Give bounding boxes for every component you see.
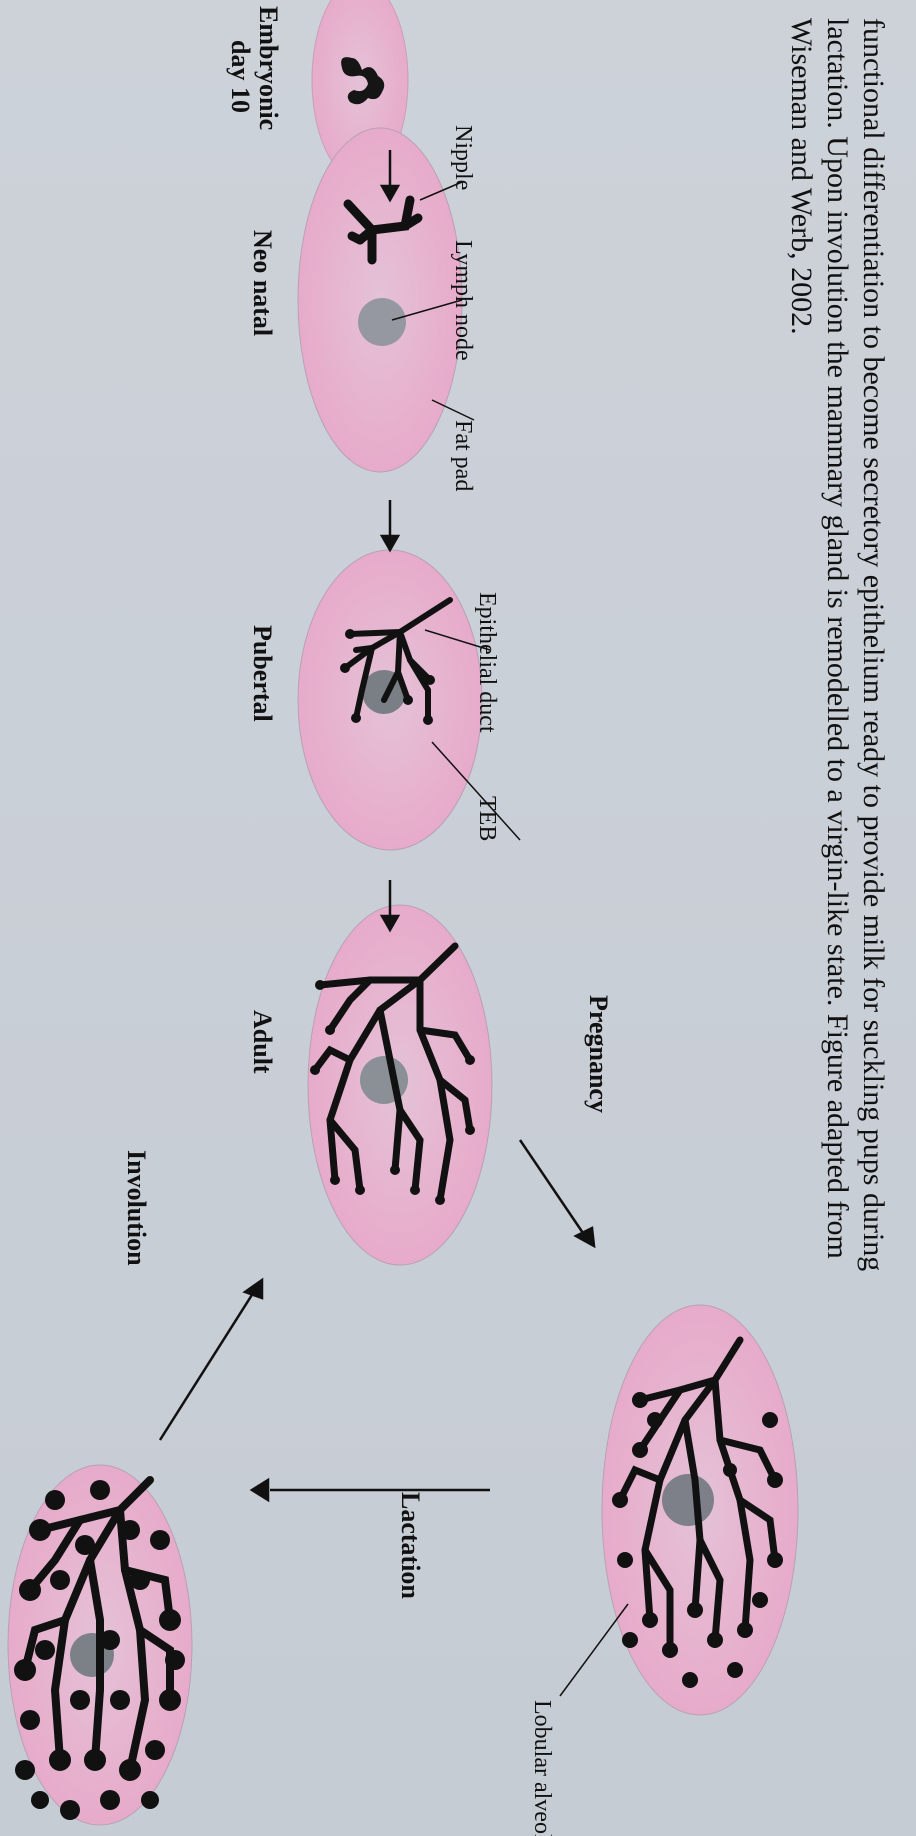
stage-pregnancy-gland	[602, 1305, 798, 1715]
stage-pubertal-gland	[298, 550, 482, 850]
leader-lobular-alveoli	[560, 1604, 628, 1696]
caption-line-1: functional differentiation to become sec…	[857, 18, 890, 1271]
stage-label-lactation: Lactation	[396, 1492, 424, 1599]
stage-neonatal-gland	[298, 128, 462, 472]
stage-label-neonatal: Neo natal	[248, 230, 276, 336]
arrow-pregnancy-to-lactation	[252, 1480, 490, 1500]
arrow-adult-to-pregnancy	[520, 1140, 594, 1246]
label-fat-pad: Fat pad	[450, 420, 476, 491]
stage-label-embryonic-day: day 10	[226, 40, 254, 113]
stage-lactation-gland	[8, 1465, 192, 1825]
caption-line-2: lactation. Upon involution the mammary g…	[821, 18, 854, 1259]
label-lobular-alveoli: Lobular alveoli	[529, 1700, 555, 1836]
label-nipple: Nipple	[450, 125, 476, 190]
neonatal-lymph-node	[358, 298, 406, 346]
stage-label-pregnancy: Pregnancy	[584, 995, 612, 1113]
stage-label-pubertal: Pubertal	[248, 625, 276, 722]
arrow-neonatal-to-pubertal	[382, 500, 398, 550]
stage-adult-gland	[308, 905, 492, 1265]
label-lymph-node: Lymph node	[450, 240, 476, 361]
label-teb: TEB	[474, 796, 500, 841]
stage-label-adult: Adult	[248, 1010, 276, 1074]
label-epithelial-duct: Epithelial duct	[474, 592, 500, 733]
stage-label-embryonic: Embryonic	[254, 6, 282, 130]
pregnancy-lymph-node	[662, 1474, 714, 1526]
arrow-lactation-to-adult	[160, 1280, 262, 1440]
stage-label-involution: Involution	[122, 1150, 150, 1266]
caption-line-3: Wiseman and Werb, 2002.	[785, 18, 818, 335]
